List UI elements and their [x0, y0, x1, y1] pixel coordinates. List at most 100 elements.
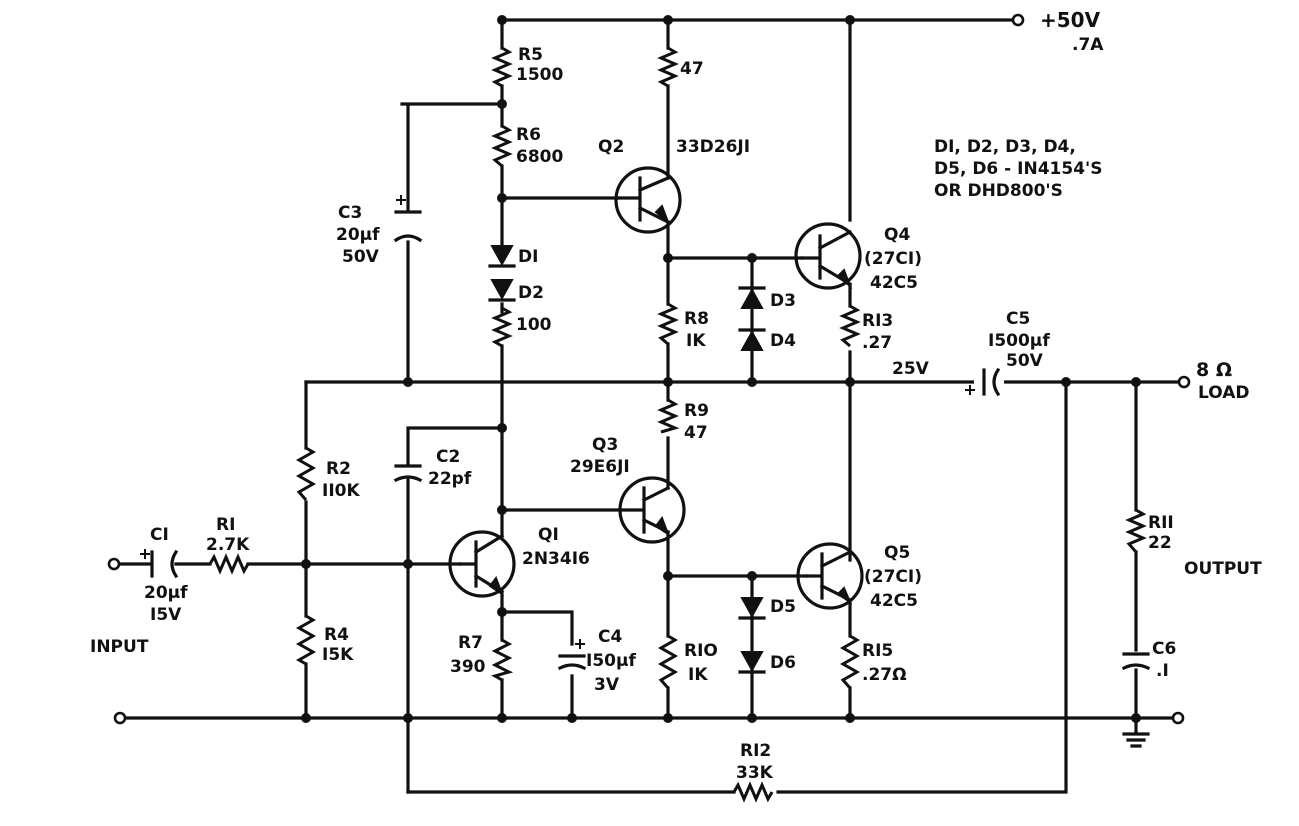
transistor-q4	[794, 222, 862, 290]
r13-name: RI3	[862, 311, 893, 331]
q5-part2: 42C5	[870, 591, 918, 611]
resistor-100	[491, 306, 513, 348]
d1-label: DI	[518, 247, 538, 267]
resistor-r15	[839, 634, 861, 689]
junction-dot	[1061, 377, 1071, 387]
junction-dot	[497, 99, 507, 109]
r9-name: R9	[684, 401, 709, 421]
junction-dot	[663, 713, 673, 723]
mid-voltage-label: 25V	[892, 359, 930, 379]
junction-dot	[497, 15, 507, 25]
q2-name: Q2	[598, 137, 624, 157]
r6-value: 6800	[516, 147, 563, 167]
resistor-47-top	[657, 46, 679, 88]
r10-name: RIO	[684, 641, 718, 661]
input-terminal	[107, 557, 121, 571]
r11-name: RII	[1148, 513, 1174, 533]
q3-name: Q3	[592, 435, 618, 455]
resistor-r6	[491, 124, 513, 168]
r12-value: 33K	[736, 763, 774, 783]
capacitor-c5	[965, 367, 1004, 397]
q4-part2: 42C5	[870, 273, 918, 293]
resistor-r8	[657, 302, 679, 346]
resistor-r11	[1125, 508, 1147, 553]
r1-name: RI	[216, 515, 235, 535]
junction-dot	[663, 253, 673, 263]
capacitor-c3	[393, 195, 423, 243]
r8-name: R8	[684, 309, 709, 329]
c2-name: C2	[436, 447, 460, 467]
load-ohms-label: 8 Ω	[1196, 359, 1232, 381]
junction-dot	[663, 571, 673, 581]
capacitor-c2	[393, 464, 423, 483]
wires	[116, 18, 1182, 794]
transistor-q1	[448, 530, 516, 598]
r7-name: R7	[458, 633, 483, 653]
c3-value: 20µf	[336, 225, 380, 245]
r11-value: 22	[1148, 533, 1172, 553]
resistor-r9	[657, 398, 680, 434]
junction-dot	[301, 559, 311, 569]
c1-voltage: I5V	[150, 605, 182, 625]
r4-value: I5K	[322, 645, 354, 665]
r10-value: IK	[688, 665, 708, 685]
r15-name: RI5	[862, 641, 893, 661]
diodes	[488, 245, 766, 674]
c6-value: .I	[1156, 661, 1169, 681]
d6-label: D6	[770, 653, 796, 673]
junction-dot	[747, 571, 757, 581]
diode-note-line-1: DI, D2, D3, D4,	[934, 137, 1076, 157]
junction-dot	[497, 423, 507, 433]
transistor-q2	[614, 166, 682, 234]
r6-name: R6	[516, 125, 541, 145]
junction-dot	[567, 713, 577, 723]
junction-dot	[497, 505, 507, 515]
junction-dot	[663, 377, 673, 387]
r-47-top-value: 47	[680, 59, 704, 79]
transistor-q5	[796, 542, 864, 610]
junction-dot	[1131, 713, 1141, 723]
c3-voltage: 50V	[342, 247, 380, 267]
resistor-r4	[295, 614, 317, 666]
junction-dot	[845, 713, 855, 723]
diode-d1	[488, 245, 516, 268]
r1-value: 2.7K	[206, 535, 250, 555]
junction-dot	[663, 15, 673, 25]
junction-dot	[301, 713, 311, 723]
resistor-r7	[491, 638, 514, 682]
output-label: OUTPUT	[1184, 559, 1262, 579]
c5-voltage: 50V	[1006, 351, 1044, 371]
junction-dot	[403, 559, 413, 569]
diode-d3	[738, 286, 766, 309]
q3-part: 29E6JI	[570, 457, 630, 477]
diode-d4	[738, 328, 766, 351]
r15-value: .27Ω	[862, 665, 907, 685]
junction-dot	[1131, 377, 1141, 387]
r7-value: 390	[450, 657, 486, 677]
c1-value: 20µf	[144, 583, 188, 603]
r13-value: .27	[862, 333, 892, 353]
d2-label: D2	[518, 283, 544, 303]
r8-value: IK	[686, 331, 706, 351]
q5-name: Q5	[884, 543, 910, 563]
c2-value: 22pf	[428, 469, 472, 489]
junction-dot	[845, 377, 855, 387]
junction-dot	[747, 713, 757, 723]
c4-name: C4	[598, 627, 622, 647]
load-label: LOAD	[1198, 383, 1250, 403]
supply-terminal	[1011, 13, 1025, 27]
resistor-r5	[491, 46, 513, 88]
resistor-r1	[208, 553, 250, 575]
c6-name: C6	[1152, 639, 1176, 659]
r9-value: 47	[684, 423, 708, 443]
c3-name: C3	[338, 203, 362, 223]
q5-part: (27CI)	[864, 567, 922, 587]
c4-voltage: 3V	[594, 675, 620, 695]
junction-dot	[845, 15, 855, 25]
q1-name: QI	[538, 525, 559, 545]
junction-dot	[403, 377, 413, 387]
q2-part: 33D26JI	[676, 137, 750, 157]
diode-note-line-2: D5, D6 - IN4154'S	[934, 159, 1102, 179]
junction-dot	[497, 607, 507, 617]
